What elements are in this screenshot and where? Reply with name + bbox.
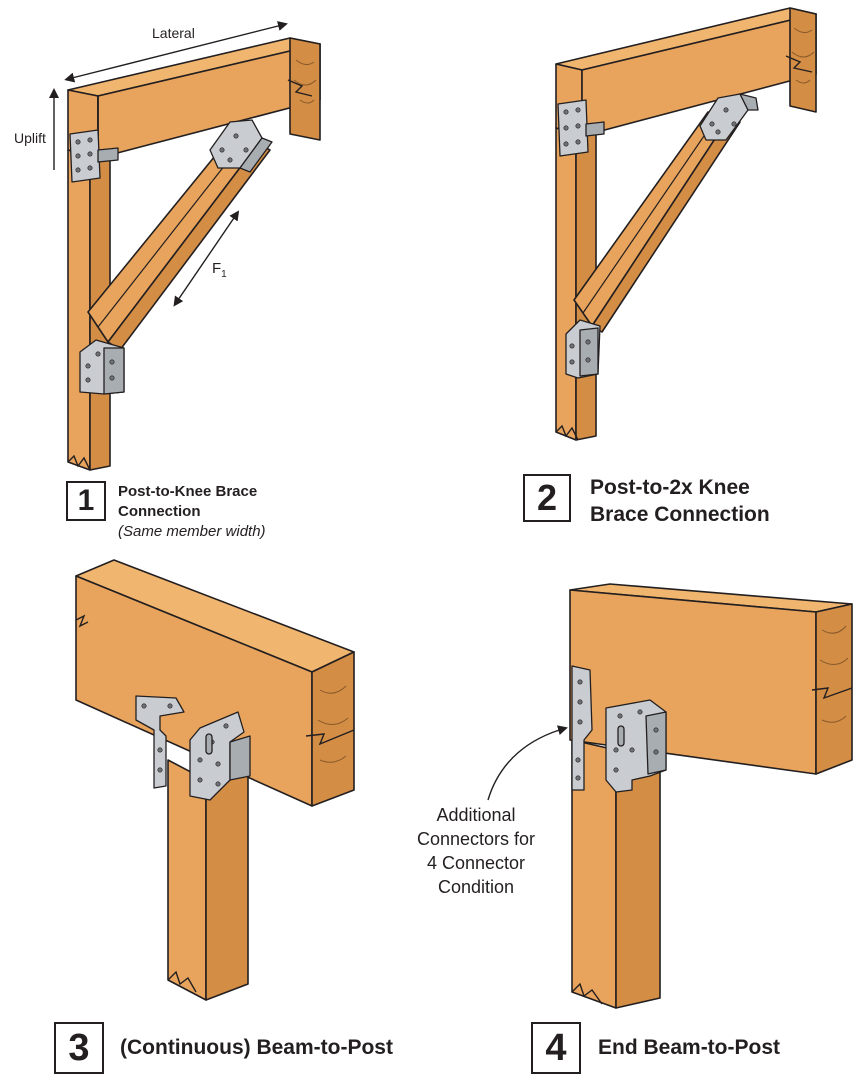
figure-1-subtitle: (Same member width) — [118, 523, 266, 540]
fig3-beam — [75, 559, 355, 807]
figure-3-number: 3 — [54, 1022, 104, 1074]
fig4-post — [571, 739, 661, 1009]
fig1-top-post-connector — [69, 129, 119, 183]
callout-arrow — [487, 725, 568, 801]
figure-4-title: End Beam-to-Post — [598, 1036, 781, 1059]
figure-1-title-line2: Connection — [118, 503, 201, 520]
force-label: F1 — [212, 260, 227, 280]
lateral-arrow — [64, 21, 288, 83]
fig3-right-connector — [189, 711, 251, 801]
figure-1-illustration — [49, 21, 321, 471]
figure-1-number: 1 — [66, 481, 106, 521]
fig4-beam — [569, 583, 853, 775]
callout-line3: 4 Connector — [426, 853, 526, 873]
figure-3-title: (Continuous) Beam-to-Post — [120, 1036, 393, 1059]
fig2-knee-brace — [573, 111, 741, 333]
fig3-left-connector — [135, 695, 185, 789]
force-symbol: F — [212, 260, 222, 277]
figure-1-title: Post-to-Knee Brace Connection (Same memb… — [118, 482, 266, 542]
uplift-label: Uplift — [14, 130, 46, 146]
callout-line1: Additional — [436, 805, 516, 825]
fig3-post — [167, 759, 249, 1001]
figure-2-title-line1: Post-to-2x Knee — [590, 476, 750, 499]
force-subscript: 1 — [221, 269, 227, 280]
figure-1-title-line1: Post-to-Knee Brace — [118, 483, 258, 500]
fig2-beam — [555, 7, 817, 137]
figure-2-number: 2 — [523, 474, 571, 522]
figure-4-number: 4 — [531, 1022, 581, 1074]
force-arrow — [173, 210, 240, 307]
lateral-label: Lateral — [152, 25, 195, 41]
callout-text: Additional Connectors for 4 Connector Co… — [404, 803, 548, 899]
figure-2-title: Post-to-2x Knee Brace Connection — [590, 474, 770, 528]
fig4-right-connector — [605, 699, 667, 793]
fig4-left-connector — [571, 665, 593, 791]
fig1-bottom-brace-connector — [79, 339, 125, 395]
figure-3-illustration — [75, 559, 355, 1001]
fig2-bottom-brace-connector — [565, 319, 601, 379]
figure-2-illustration — [555, 7, 817, 441]
fig2-top-brace-connector — [699, 93, 759, 141]
figure-2-title-line2: Brace Connection — [590, 503, 770, 526]
callout-line2: Connectors for — [416, 829, 536, 849]
fig1-top-brace-connector — [209, 119, 273, 173]
figure-4-illustration — [487, 583, 853, 1009]
fig1-beam — [67, 37, 321, 159]
callout-line4: Condition — [437, 877, 515, 897]
fig2-top-post-connector — [557, 99, 605, 157]
fig1-knee-brace — [87, 139, 271, 351]
